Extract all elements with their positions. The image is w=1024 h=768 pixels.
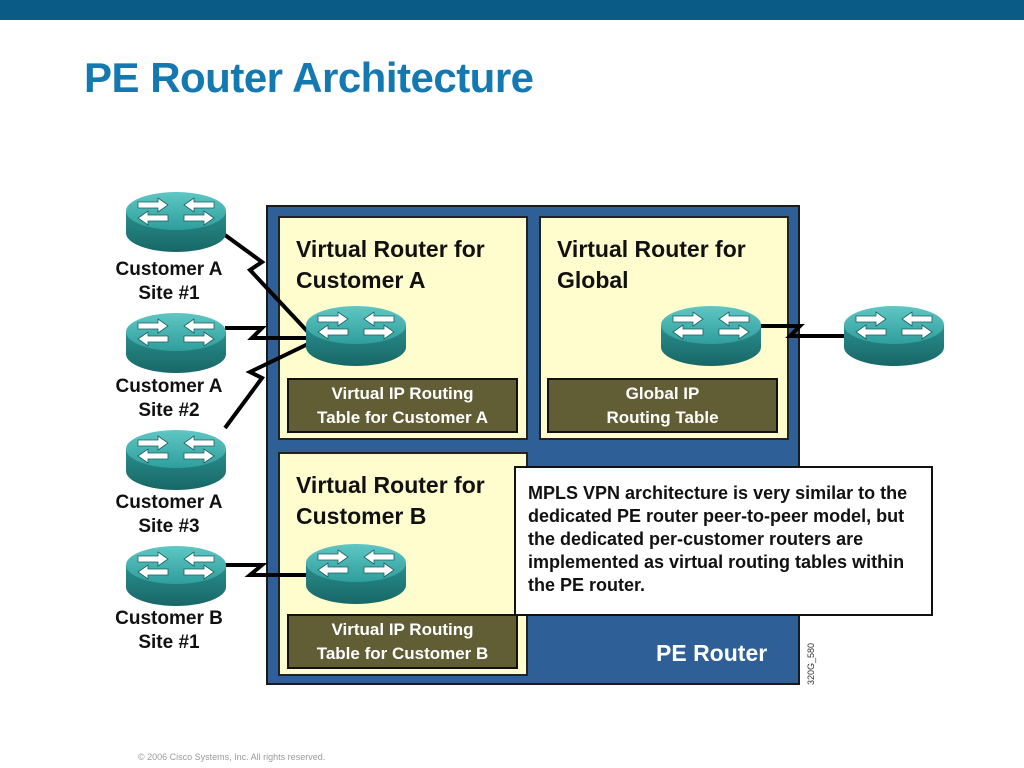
- figure-id: 320G_580: [806, 643, 816, 685]
- router-icon-vr-customer-a: [305, 305, 407, 367]
- link-site-a2: [225, 326, 308, 340]
- link-site-b1: [225, 563, 308, 577]
- link-site-a1: [223, 233, 310, 334]
- router-icon-site-a2: [125, 312, 227, 374]
- link-global-external: [760, 324, 848, 338]
- top-bar: [0, 0, 1024, 20]
- router-icon-vr-global: [660, 305, 762, 367]
- routing-table-global: Global IP Routing Table: [547, 378, 778, 433]
- site-label-customer-a-1: Customer A Site #1: [115, 259, 223, 304]
- virtual-router-customer-a-title: Virtual Router for Customer A: [296, 236, 485, 293]
- virtual-router-global-title: Virtual Router for Global: [557, 236, 746, 293]
- routing-table-customer-b: Virtual IP Routing Table for Customer B: [287, 614, 518, 669]
- link-site-a3: [223, 342, 309, 430]
- router-icon-vr-customer-b: [305, 543, 407, 605]
- pe-router-label: PE Router: [656, 640, 768, 666]
- router-icon-external: [843, 305, 945, 367]
- site-label-customer-a-3: Customer A Site #3: [115, 492, 223, 537]
- site-label-customer-a-2: Customer A Site #2: [115, 376, 223, 421]
- router-icon-site-a3: [125, 429, 227, 491]
- page-title: PE Router Architecture: [84, 54, 534, 101]
- routing-table-customer-a: Virtual IP Routing Table for Customer A: [287, 378, 518, 433]
- router-icon-site-a1: [125, 191, 227, 253]
- virtual-router-customer-b-title: Virtual Router for Customer B: [296, 472, 485, 529]
- site-label-customer-b-1: Customer B Site #1: [115, 608, 223, 653]
- router-icon-site-b1: [125, 545, 227, 607]
- figure-id-text: 320G_580: [806, 643, 816, 685]
- copyright-footer: © 2006 Cisco Systems, Inc. All rights re…: [138, 752, 326, 762]
- explanation-note: MPLS VPN architecture is very similar to…: [514, 466, 933, 616]
